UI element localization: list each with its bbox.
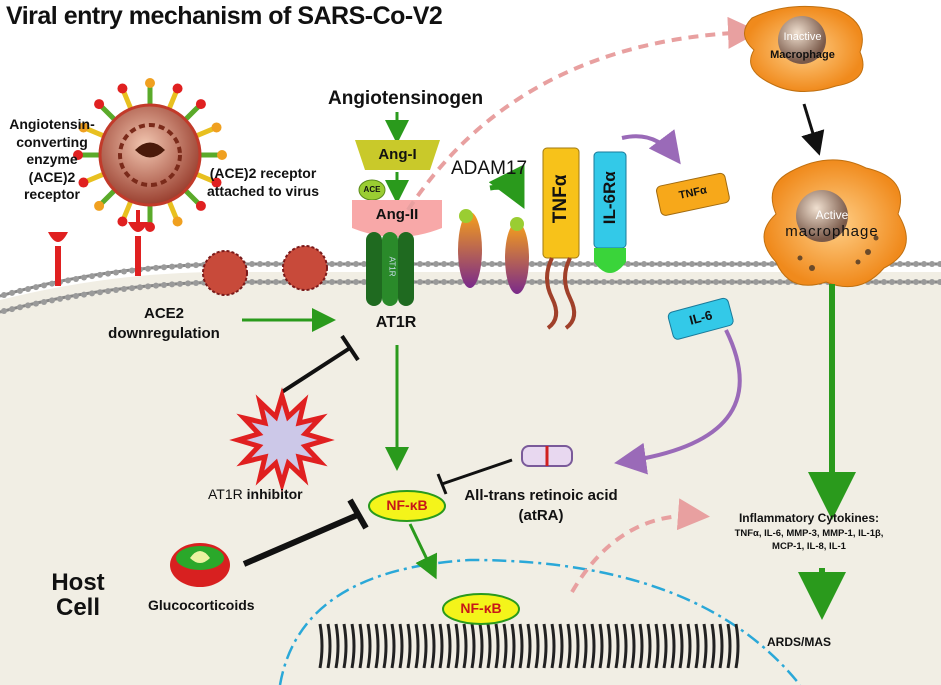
at1r-receptor [366,232,414,306]
adam17-oval-2 [505,222,529,294]
arrow-macrophage-activation [801,103,825,156]
arrow-nucleus-to-cytokines [570,498,710,594]
ang2-shape [352,200,442,237]
at1r-inhibitor-label: AT1R inhibitor [208,486,303,502]
at1r-inhibitor-starburst [229,387,335,493]
nfkb-label-cytoplasm: NF-κB [386,497,428,513]
tnfa-receptor-label: TNFα [550,174,572,224]
arrow-adam17 [488,164,525,209]
arrow-il6-to-atra [614,329,742,475]
adam17-oval-1 [458,212,482,288]
dna-helix [318,623,740,669]
at1r-small-label: AT1R [387,256,397,277]
ards-label: ARDS/MAS [767,635,832,649]
arrow-tnfa-release [621,129,681,165]
inhibit-at1r [280,334,360,394]
host-cell-body [0,271,941,685]
adam17-label: ADAM17 [451,158,528,179]
arrow-ang2-to-macrophage [406,16,760,212]
virus-particle [73,78,227,232]
nfkb-oval-cytoplasm [368,490,446,522]
tnfa-receptor-bar [542,147,580,259]
atra-label: All-trans retinoic acid(atRA) [464,487,618,524]
tnfa-free-box [656,172,730,216]
virus-in-membrane-1 [202,250,248,296]
ang2-label: Ang-II [375,206,419,223]
page-title: Viral entry mechanism of SARS-Co-V2 [6,2,443,30]
cytokines-label: Inflammatory Cytokines: TNFα, IL-6, MMP-… [734,511,884,552]
inactive-macrophage [744,5,864,93]
angiotensinogen-label: Angiotensinogen [328,88,484,109]
inhibit-atra-nfkb [436,458,513,495]
at1r-label: AT1R [375,314,417,331]
ace2-receptor-free [48,232,68,286]
nfkb-oval-nucleus [442,593,520,625]
ace2-receptor-bound [128,210,148,276]
atra-capsule [521,445,573,467]
inhibit-glucocorticoids-nfkb [242,498,369,567]
glucocorticoids-label: Glucocorticoids [148,597,255,613]
il6ra-label: IL-6Rα [600,171,620,225]
nfkb-label-nucleus: NF-κB [460,600,502,616]
virus-in-membrane-2 [282,245,328,291]
ace-small-label: ACE [363,185,381,194]
active-macrophage [763,159,907,288]
il6-box [667,297,734,340]
nucleus-boundary [278,558,801,685]
ang1-shape [355,140,440,170]
glucocorticoid-icon [170,543,230,587]
ang1-label: Ang-I [378,146,417,163]
arrow-nfkb-translocation [408,523,438,580]
